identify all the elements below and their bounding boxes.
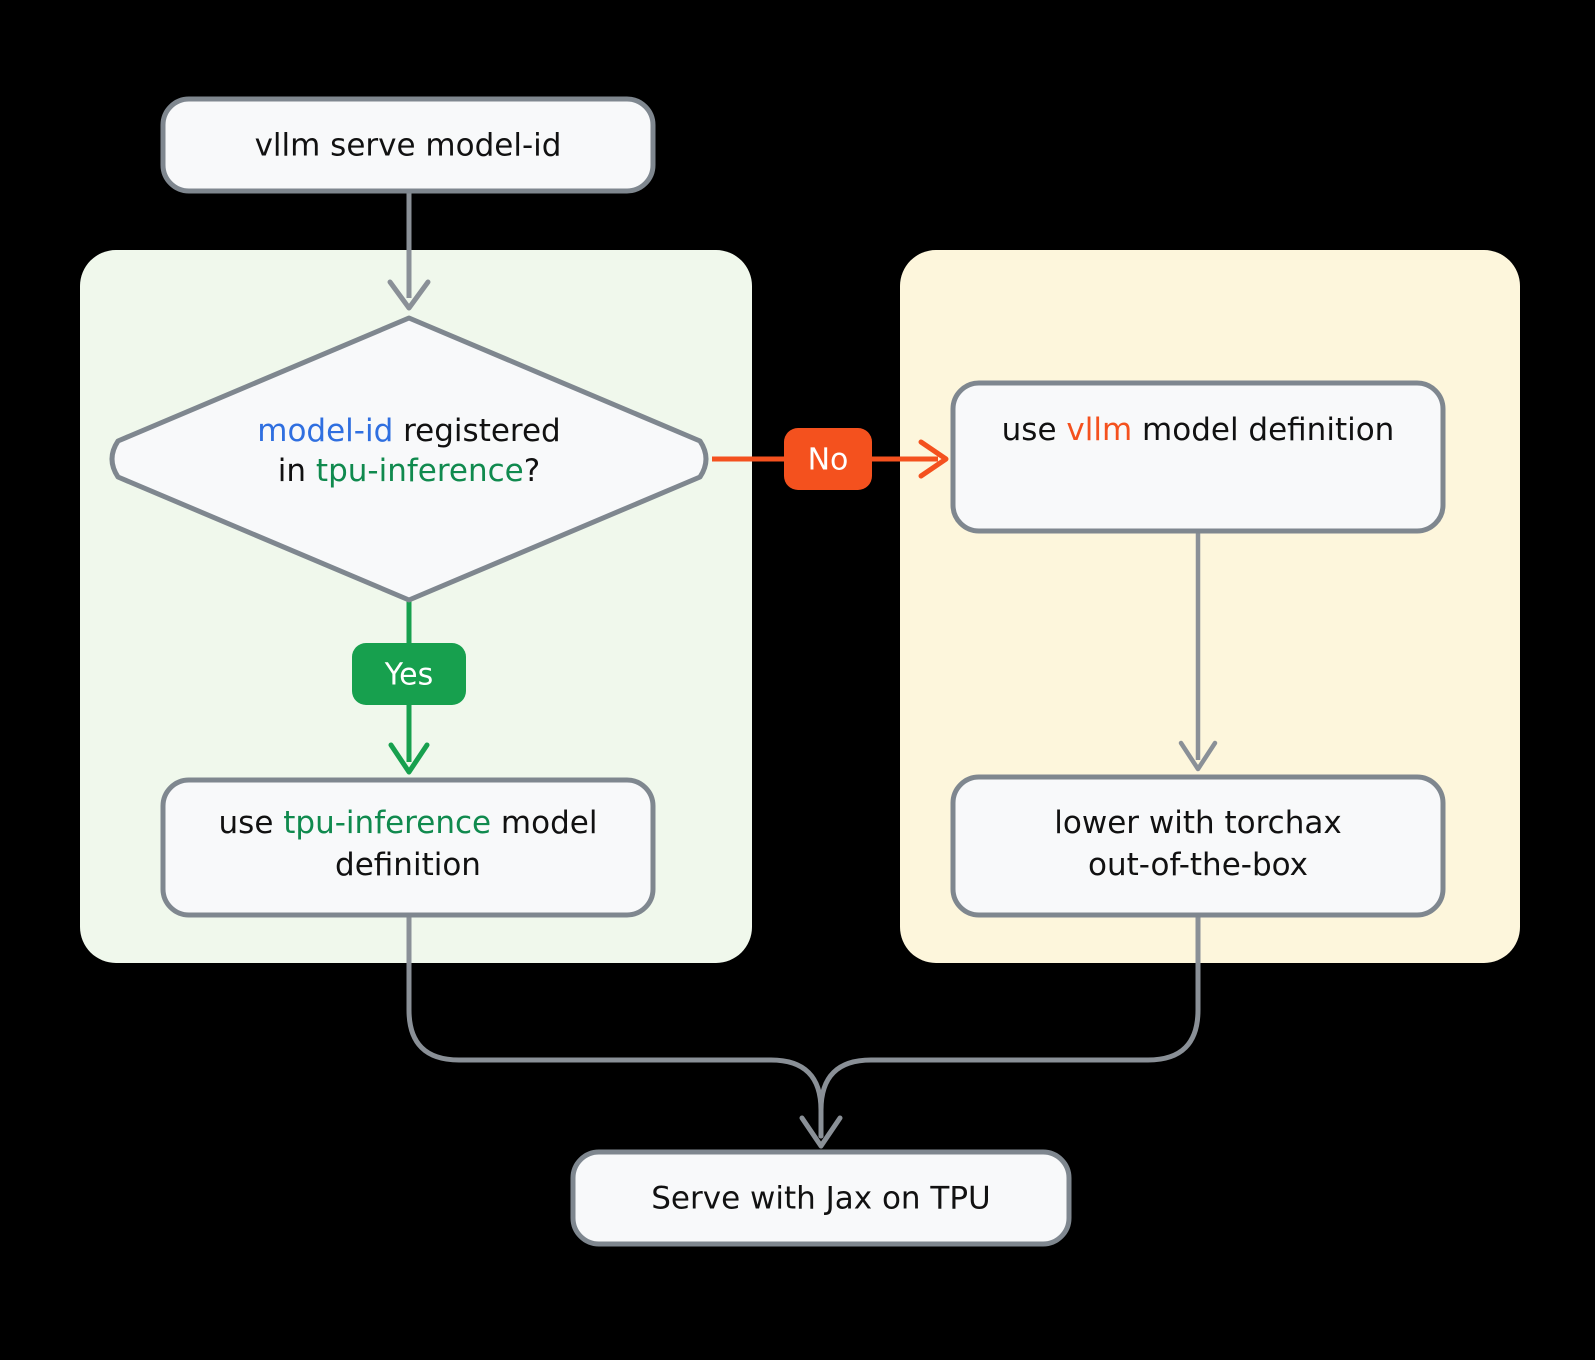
decision-line-2: in tpu-inference?: [278, 453, 540, 489]
torchax-token-line2: out-of-the-box: [1088, 847, 1308, 883]
decision-token-in: in: [278, 453, 316, 489]
tpu-def-token-model: model: [491, 805, 597, 841]
tpu-def-token-definition: definition: [335, 847, 481, 883]
node-model-id-registered-decision[interactable]: model-id registered in tpu-inference?: [109, 315, 709, 603]
decision-token-tpu-inference: tpu-inference: [316, 453, 524, 489]
node-label-start: vllm serve model-id: [255, 128, 562, 164]
node-label-serve: Serve with Jax on TPU: [651, 1181, 991, 1217]
node-use-tpu-inference-model-definition[interactable]: use tpu-inference model definition: [160, 777, 656, 918]
tpu-def-line-2: definition: [335, 847, 481, 883]
tpu-def-line-1: use tpu-inference model: [219, 805, 598, 841]
decision-token-model-id: model-id: [257, 413, 393, 449]
torchax-line-1: lower with torchax: [1054, 805, 1341, 841]
edge-start-to-decision: [387, 191, 431, 311]
node-serve-with-jax-on-tpu[interactable]: Serve with Jax on TPU: [570, 1149, 1072, 1247]
vllm-def-token-model-definition: model definition: [1132, 412, 1394, 448]
node-lower-with-torchax[interactable]: lower with torchax out-of-the-box: [950, 774, 1446, 918]
badge-yes[interactable]: Yes: [352, 643, 466, 705]
badge-no-label: No: [808, 443, 849, 478]
node-use-vllm-model-definition[interactable]: use vllm model definition: [950, 380, 1446, 534]
decision-token-question-mark: ?: [524, 453, 540, 489]
vllm-def-line: use vllm model definition: [1002, 412, 1395, 448]
tpu-def-token-use: use: [219, 805, 284, 841]
decision-line-1: model-id registered: [257, 413, 561, 449]
vllm-def-token-use: use: [1002, 412, 1067, 448]
node-vllm-serve-command[interactable]: vllm serve model-id: [160, 96, 656, 194]
badge-yes-label: Yes: [384, 658, 433, 693]
edge-tpu-def-to-serve: [406, 912, 843, 1149]
torchax-token-line1: lower with torchax: [1054, 805, 1341, 841]
badge-no[interactable]: No: [784, 428, 872, 490]
decision-token-registered: registered: [393, 413, 560, 449]
edge-vllm-def-to-torchax: [1178, 531, 1218, 772]
edge-torchax-to-serve: [818, 912, 1201, 1139]
torchax-line-2: out-of-the-box: [1088, 847, 1308, 883]
tpu-def-token-tpu-inference: tpu-inference: [283, 805, 491, 841]
vllm-def-token-vllm: vllm: [1066, 412, 1132, 448]
